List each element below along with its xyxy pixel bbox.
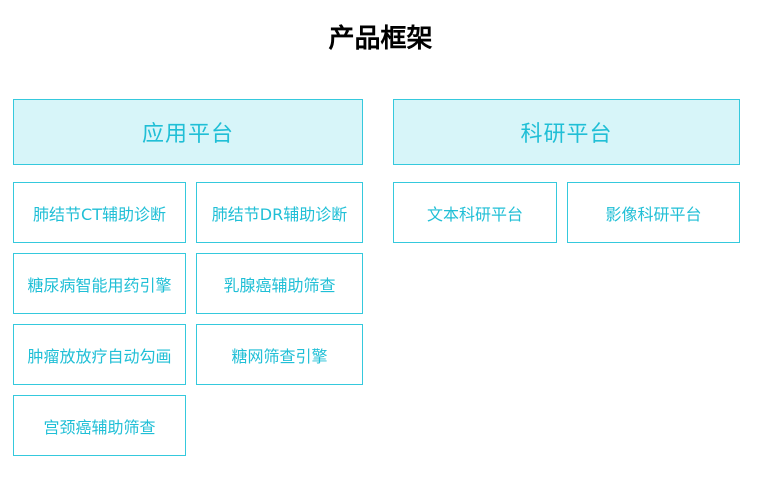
research-platform-header-label: 科研平台 <box>520 122 613 147</box>
item-label: 影像科研平台 <box>605 204 702 224</box>
app-platform-header: 应用平台 <box>13 99 363 165</box>
app-platform-header-label: 应用平台 <box>141 122 234 147</box>
app-item-diabetes-engine: 糖尿病智能用药引擎 <box>13 253 186 314</box>
app-item-cervical-cancer: 宫颈癌辅助筛查 <box>13 395 186 456</box>
research-platform-header: 科研平台 <box>393 99 740 165</box>
item-label: 肺结节DR辅助诊断 <box>211 204 348 224</box>
app-item-retina-screening: 糖网筛查引擎 <box>196 324 363 385</box>
item-label: 文本科研平台 <box>426 204 523 224</box>
item-label: 肿瘤放放疗自动勾画 <box>27 346 172 366</box>
item-label: 糖尿病智能用药引擎 <box>27 275 172 295</box>
research-item-imaging: 影像科研平台 <box>567 182 740 243</box>
page-title: 产品框架 <box>328 24 433 54</box>
app-item-breast-cancer: 乳腺癌辅助筛查 <box>196 253 363 314</box>
item-label: 肺结节CT辅助诊断 <box>33 204 166 224</box>
research-item-text: 文本科研平台 <box>393 182 557 243</box>
app-item-lung-nodule-dr: 肺结节DR辅助诊断 <box>196 182 363 243</box>
app-item-tumor-radiotherapy: 肿瘤放放疗自动勾画 <box>13 324 186 385</box>
item-label: 乳腺癌辅助筛查 <box>223 275 336 295</box>
app-item-lung-nodule-ct: 肺结节CT辅助诊断 <box>13 182 186 243</box>
item-label: 宫颈癌辅助筛查 <box>43 417 156 437</box>
item-label: 糖网筛查引擎 <box>231 346 328 366</box>
